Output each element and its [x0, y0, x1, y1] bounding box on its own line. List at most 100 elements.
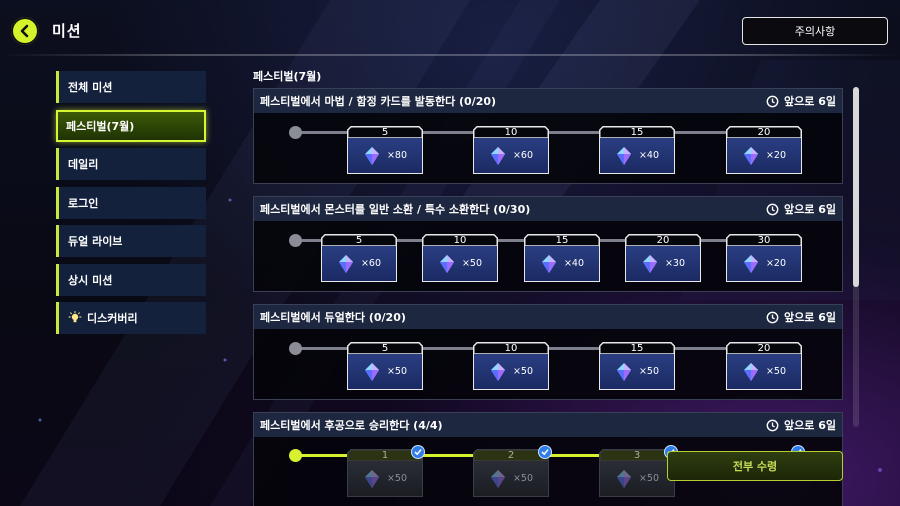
reward-threshold: 10 [453, 234, 467, 246]
reward-box[interactable]: 5 ×50 [347, 342, 423, 390]
header-divider [0, 54, 900, 56]
gem-icon [541, 254, 556, 273]
sidebar-item-label: 듀얼 라이브 [68, 235, 123, 248]
mission-card: 페스티벌에서 듀얼한다 (0/20) 앞으로 6일 5 ×50 10 ×50 1… [253, 304, 843, 400]
reward-threshold: 1 [381, 449, 389, 461]
reward-threshold: 20 [656, 234, 670, 246]
clock-icon [766, 95, 779, 108]
notice-button[interactable]: 주의사항 [742, 17, 888, 45]
claim-all-button[interactable]: 전부 수령 [667, 451, 843, 481]
progress-start-dot [289, 126, 302, 139]
mission-time-label: 앞으로 6일 [784, 419, 836, 432]
reward-quantity: ×40 [638, 150, 660, 161]
reward-box[interactable]: 20 ×30 [625, 234, 701, 282]
reward-threshold: 30 [757, 234, 771, 246]
mission-time: 앞으로 6일 [766, 309, 836, 325]
sidebar-item-discovery[interactable]: 디스커버리 [56, 302, 206, 334]
gem-icon [616, 362, 631, 381]
header: 미션 주의사항 [0, 0, 900, 58]
reward-threshold: 5 [381, 342, 389, 354]
clock-icon [766, 419, 779, 432]
mission-time-label: 앞으로 6일 [784, 311, 836, 324]
reward-quantity: ×30 [664, 258, 686, 269]
reward-box[interactable]: 10 ×60 [473, 126, 549, 174]
progress-start-dot [289, 342, 302, 355]
reward-threshold: 5 [381, 126, 389, 138]
mission-time-label: 앞으로 6일 [784, 95, 836, 108]
reward-box[interactable]: 15 ×50 [599, 342, 675, 390]
reward-threshold: 20 [757, 126, 771, 138]
reward-quantity: ×50 [386, 366, 408, 377]
mission-card: 페스티벌에서 마법 / 함정 카드를 발동한다 (0/20) 앞으로 6일 5 … [253, 88, 843, 184]
sidebar-item-login[interactable]: 로그인 [56, 187, 206, 219]
reward-quantity: ×50 [638, 366, 660, 377]
reward-box[interactable]: 15 ×40 [524, 234, 600, 282]
reward-quantity: ×50 [386, 473, 408, 484]
mission-card: 페스티벌에서 몬스터를 일반 소환 / 특수 소환한다 (0/30) 앞으로 6… [253, 196, 843, 292]
mission-name: 페스티벌에서 듀얼한다 (0/20) [260, 311, 406, 324]
mission-header: 페스티벌에서 마법 / 함정 카드를 발동한다 (0/20) 앞으로 6일 [254, 89, 842, 113]
reward-quantity: ×60 [512, 150, 534, 161]
reward-box[interactable]: 20 ×50 [726, 342, 802, 390]
reward-threshold: 15 [630, 126, 644, 138]
reward-quantity: ×60 [360, 258, 382, 269]
sidebar-item-label: 페스티벌(7월) [66, 120, 135, 133]
reward-box[interactable]: 20 ×20 [726, 126, 802, 174]
reward-threshold: 15 [555, 234, 569, 246]
reward-box[interactable]: 5 ×60 [321, 234, 397, 282]
reward-quantity: ×50 [638, 473, 660, 484]
check-icon [538, 445, 552, 459]
gem-icon [490, 146, 505, 165]
gem-icon [338, 254, 353, 273]
clock-icon [766, 311, 779, 324]
sidebar-item-label: 디스커버리 [87, 312, 138, 325]
mission-time: 앞으로 6일 [766, 417, 836, 433]
reward-quantity: ×40 [563, 258, 585, 269]
mission-name: 페스티벌에서 마법 / 함정 카드를 발동한다 (0/20) [260, 95, 497, 108]
mission-name: 페스티벌에서 후공으로 승리한다 (4/4) [260, 419, 443, 432]
reward-quantity: ×50 [512, 366, 534, 377]
section-title: 페스티벌(7월) [253, 70, 322, 83]
sidebar-item-daily[interactable]: 데일리 [56, 148, 206, 180]
reward-box[interactable]: 10 ×50 [422, 234, 498, 282]
reward-box[interactable]: 2 ×50 [473, 449, 549, 497]
sidebar-item-label: 로그인 [68, 197, 99, 210]
reward-threshold: 2 [507, 449, 515, 461]
reward-threshold: 10 [504, 126, 518, 138]
sidebar-item-festival[interactable]: 페스티벌(7월) [56, 110, 206, 142]
chevron-left-icon [20, 24, 29, 38]
reward-box[interactable]: 15 ×40 [599, 126, 675, 174]
gem-icon [642, 254, 657, 273]
reward-quantity: ×50 [461, 258, 483, 269]
reward-threshold: 20 [757, 342, 771, 354]
reward-box[interactable]: 3 ×50 [599, 449, 675, 497]
sidebar-item-all-missions[interactable]: 전체 미션 [56, 71, 206, 103]
progress-start-dot [289, 449, 302, 462]
gem-icon [743, 254, 758, 273]
mission-time-label: 앞으로 6일 [784, 203, 836, 216]
reward-box[interactable]: 10 ×50 [473, 342, 549, 390]
mission-header: 페스티벌에서 후공으로 승리한다 (4/4) 앞으로 6일 [254, 413, 842, 437]
progress-start-dot [289, 234, 302, 247]
scrollbar-thumb[interactable] [853, 87, 859, 287]
mission-header: 페스티벌에서 듀얼한다 (0/20) 앞으로 6일 [254, 305, 842, 329]
sidebar-item-regular-missions[interactable]: 상시 미션 [56, 264, 206, 296]
gem-icon [364, 146, 379, 165]
gem-icon [743, 146, 758, 165]
mission-time: 앞으로 6일 [766, 201, 836, 217]
gem-icon [364, 469, 379, 488]
mission-time: 앞으로 6일 [766, 93, 836, 109]
reward-box[interactable]: 30 ×20 [726, 234, 802, 282]
gem-icon [439, 254, 454, 273]
reward-box[interactable]: 5 ×80 [347, 126, 423, 174]
sidebar-item-duel-live[interactable]: 듀얼 라이브 [56, 225, 206, 257]
reward-threshold: 10 [504, 342, 518, 354]
lightbulb-icon [68, 311, 82, 325]
gem-icon [364, 362, 379, 381]
back-button[interactable] [11, 17, 39, 45]
clock-icon [766, 203, 779, 216]
gem-icon [743, 362, 758, 381]
mission-name: 페스티벌에서 몬스터를 일반 소환 / 특수 소환한다 (0/30) [260, 203, 531, 216]
reward-quantity: ×50 [765, 366, 787, 377]
sidebar-item-label: 상시 미션 [68, 274, 113, 287]
